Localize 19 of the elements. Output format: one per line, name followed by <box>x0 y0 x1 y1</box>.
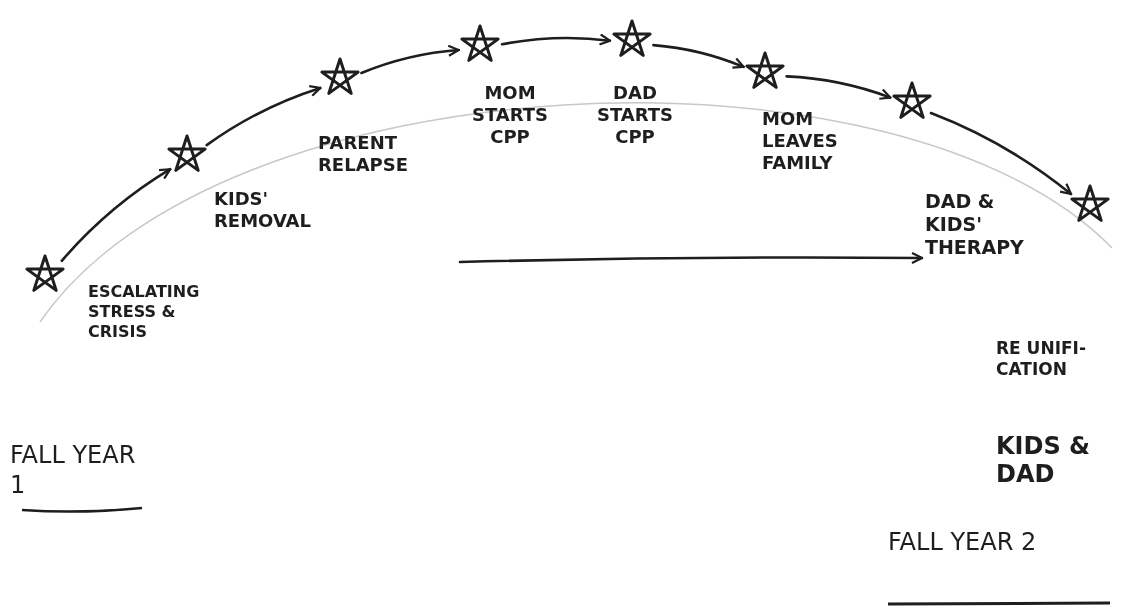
milestone-label: DAD STARTS CPP <box>595 82 675 148</box>
arrow <box>652 43 745 69</box>
arrow <box>360 44 460 75</box>
arrow <box>205 85 322 147</box>
arrow <box>929 111 1073 196</box>
date-label: FALL YEAR 1 <box>10 440 137 500</box>
milestone-label: ESCALATING STRESS & CRISIS <box>88 282 201 342</box>
milestone-label: KIDS & DAD <box>996 432 1092 488</box>
arrow <box>60 167 172 263</box>
arrow <box>785 75 892 100</box>
milestone-label: PARENT RELAPSE <box>318 132 409 176</box>
milestone-label: DAD & KIDS' THERAPY <box>925 190 1035 259</box>
date-label: FALL YEAR 2 <box>888 527 1038 557</box>
arrow <box>458 251 924 265</box>
milestone-label: MOM STARTS CPP <box>470 82 550 148</box>
milestone-label: RE UNIFI- CATION <box>996 338 1087 380</box>
milestone-label: KIDS' REMOVAL <box>214 188 312 232</box>
milestone-label: MOM LEAVES FAMILY <box>762 108 839 174</box>
arrow <box>500 33 612 46</box>
